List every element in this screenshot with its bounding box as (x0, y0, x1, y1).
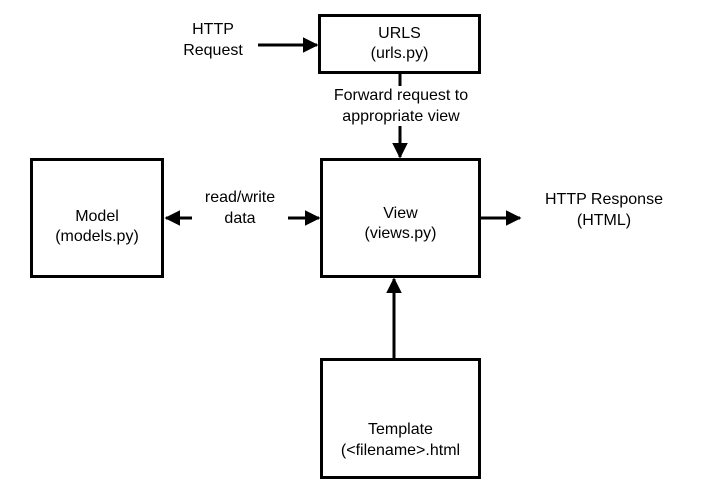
node-view[interactable]: View (views.py) (320, 158, 481, 278)
label-http-response: HTTP Response (HTML) (524, 190, 684, 232)
node-model-title: Model (75, 207, 119, 225)
label-http-request-line2: Request (183, 41, 243, 59)
node-template[interactable]: Template (<filename>.html (320, 358, 481, 479)
label-http-request-line1: HTTP (192, 21, 234, 38)
node-model[interactable]: Model (models.py) (30, 158, 164, 278)
label-readwrite-line2: data (224, 209, 256, 227)
node-template-subtitle: (<filename>.html (340, 441, 461, 459)
label-http-response-line1: HTTP Response (545, 191, 663, 208)
node-view-title: View (383, 204, 418, 222)
node-urls[interactable]: URLS (urls.py) (318, 14, 481, 74)
label-readwrite-line1: read/write (204, 189, 276, 206)
node-model-subtitle: (models.py) (55, 228, 139, 245)
label-forward-line2: appropriate view (342, 107, 460, 125)
label-http-request: HTTP Request (170, 20, 256, 62)
node-urls-title: URLS (378, 24, 421, 42)
label-read-write-data: read/write data (192, 188, 288, 230)
node-view-subtitle: (views.py) (364, 225, 437, 242)
label-http-response-line2: (HTML) (576, 211, 632, 229)
label-forward-request: Forward request to appropriate view (320, 86, 482, 128)
node-template-title: Template (368, 421, 433, 439)
label-forward-line1: Forward request to (333, 87, 469, 104)
node-urls-subtitle: (urls.py) (370, 45, 429, 62)
